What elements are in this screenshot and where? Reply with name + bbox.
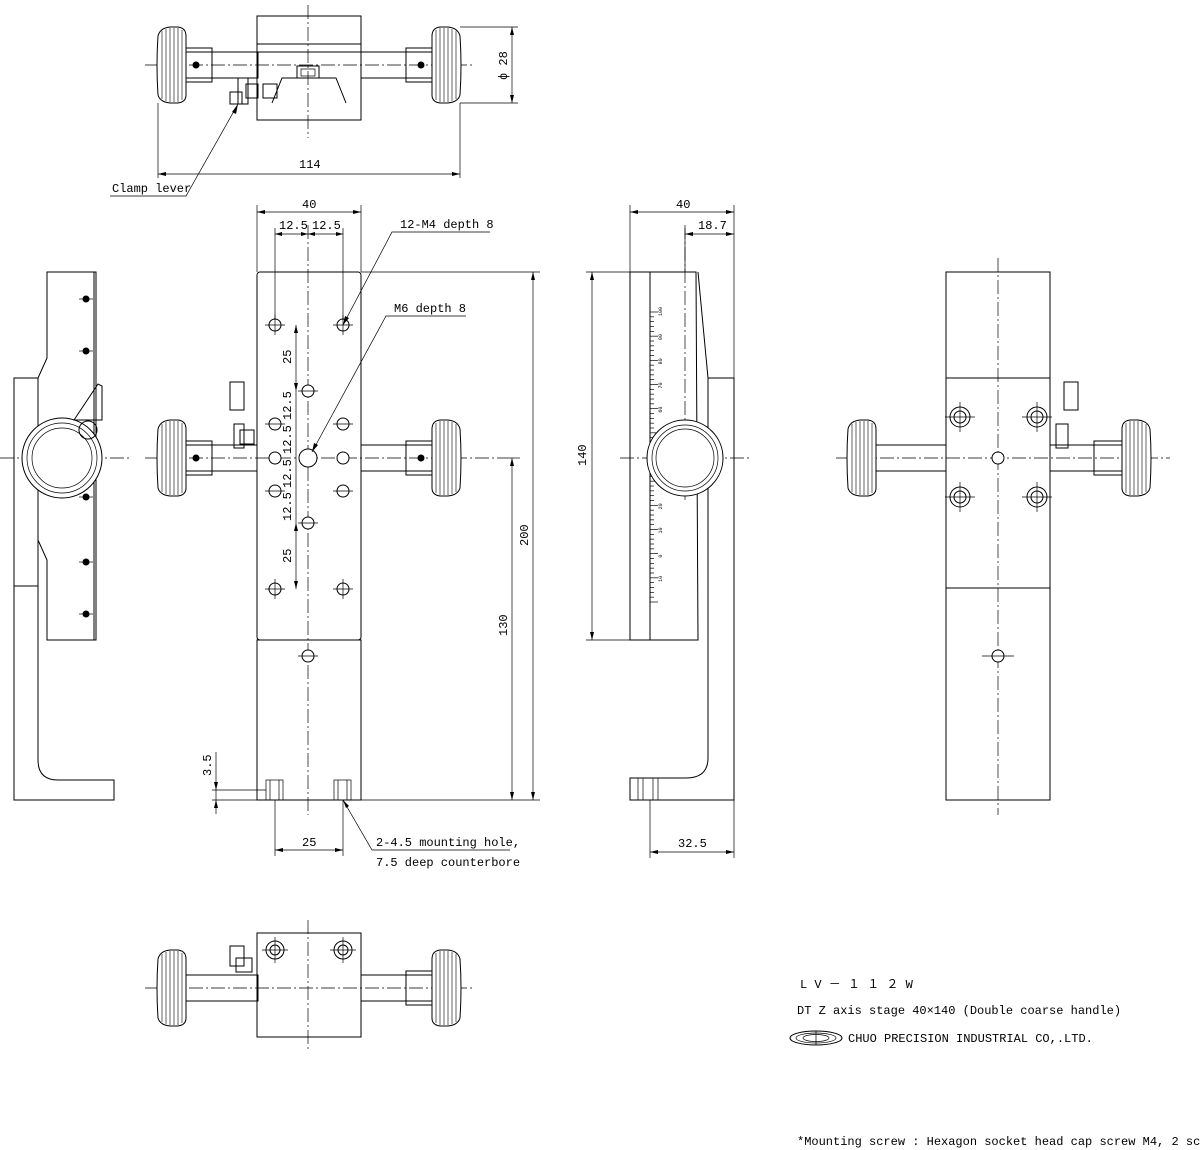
scale-label: 100 xyxy=(658,307,664,316)
callout-m6: M6 depth 8 xyxy=(394,302,466,316)
front-dim-25-lower: 25 xyxy=(281,549,295,563)
front-dim-40: 40 xyxy=(302,198,316,212)
front-dim-25-upper: 25 xyxy=(281,350,295,364)
scale-label: 10 xyxy=(658,576,664,582)
scale-label: 80 xyxy=(658,358,664,364)
scale-label: 0 xyxy=(658,555,664,558)
side-dim-140: 140 xyxy=(576,444,590,466)
callout-m4: 12-M4 depth 8 xyxy=(400,218,494,232)
front-dim-125-left: 12.5 xyxy=(279,219,308,233)
top-view: 114 ϕ 28 Clamp lever xyxy=(110,5,518,197)
product-description: DT Z axis stage 40×140 (Double coarse ha… xyxy=(797,1004,1121,1018)
left-side-view xyxy=(0,271,130,801)
callout-mount-2: 7.5 deep counterbore xyxy=(376,856,520,870)
front-dim-25-bottom: 25 xyxy=(302,836,316,850)
company-logo xyxy=(789,1030,843,1046)
front-dim-125-right: 12.5 xyxy=(312,219,341,233)
side-dim-32-5: 32.5 xyxy=(678,837,707,851)
front-dim-3-5: 3.5 xyxy=(201,754,215,776)
scale-label: 60 xyxy=(658,407,664,413)
model-number: L V － １ １ ２ W xyxy=(800,978,914,992)
front-dim-200: 200 xyxy=(518,524,532,546)
front-dim-125-b: 12.5 xyxy=(281,425,295,454)
front-dim-130: 130 xyxy=(497,614,511,636)
title-block: L V － １ １ ２ W DT Z axis stage 40×140 (Do… xyxy=(789,978,1200,1149)
bottom-view xyxy=(145,920,475,1050)
scale-label: 70 xyxy=(658,382,664,388)
side-dim-40: 40 xyxy=(676,198,690,212)
scale-label: 20 xyxy=(658,503,664,509)
clamp-lever-label: Clamp lever xyxy=(112,182,191,196)
footnote: *Mounting screw : Hexagon socket head ca… xyxy=(797,1135,1200,1149)
scale-label: 90 xyxy=(658,334,664,340)
rear-view xyxy=(836,258,1170,815)
front-dim-125-a: 12.5 xyxy=(281,391,295,420)
top-dim-phi28: ϕ 28 xyxy=(497,51,511,80)
front-dim-125-d: 12.5 xyxy=(281,492,295,521)
side-view-scale: 100908070605040302010010 40 18.7 140 32.… xyxy=(576,198,750,858)
company-name: CHUO PRECISION INDUSTRIAL CO,.LTD. xyxy=(848,1032,1093,1046)
scale-label: 10 xyxy=(658,527,664,533)
front-view: 40 12.5 12.5 25 12.5 12.5 12.5 12.5 25 2… xyxy=(145,198,540,870)
front-dim-125-c: 12.5 xyxy=(281,459,295,488)
side-dim-18-7: 18.7 xyxy=(698,219,727,233)
callout-mount-1: 2-4.5 mounting hole, xyxy=(376,836,520,850)
top-dim-114: 114 xyxy=(299,158,321,172)
